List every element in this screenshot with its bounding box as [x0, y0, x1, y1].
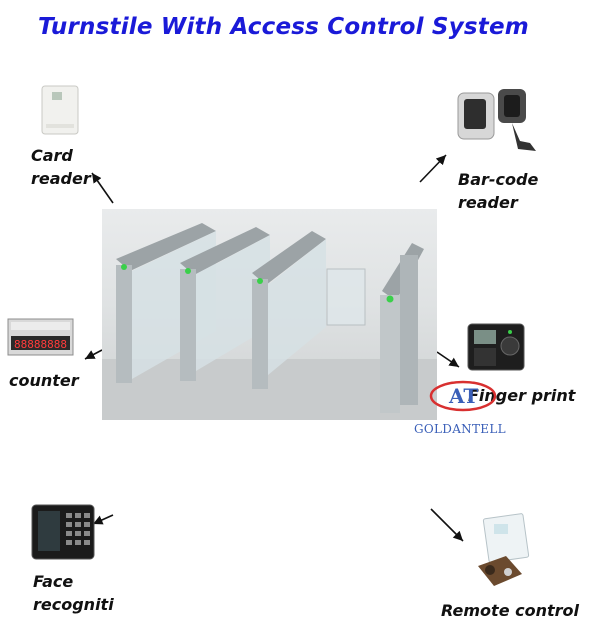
turnstile-photo [102, 209, 437, 420]
card-reader-label: Card reader [31, 146, 91, 188]
turnstile-illustration [102, 223, 437, 420]
goldantell-logo: AT [429, 380, 497, 412]
arrow-barcode-reader [419, 154, 447, 183]
diagram-title: Turnstile With Access Control System [38, 14, 529, 40]
arrow-face-recognition [92, 514, 114, 525]
arrow-counter [84, 349, 103, 360]
turnstile-cabinet-3 [252, 231, 366, 389]
arrow-remote-control [430, 508, 464, 542]
logo-mark: AT [448, 384, 478, 408]
logo-brand: GOLDANTELL [414, 422, 506, 436]
finger-print-image [467, 323, 525, 371]
barcode-reader-label: Bar-code reader [458, 170, 539, 212]
face-recognition-label: Face recogniti [33, 572, 114, 614]
arrow-finger-print [436, 351, 460, 368]
counter-display: 88888888 [14, 338, 67, 351]
counter-label: counter [9, 371, 79, 390]
arrow-card-reader [91, 172, 114, 204]
turnstile-cabinet-2 [180, 227, 270, 381]
card-reader-image [41, 85, 79, 135]
remote-control-image [478, 513, 530, 586]
face-recognition-image [31, 504, 95, 560]
barcode-reader-image [457, 89, 536, 151]
remote-control-label: Remote control [441, 601, 579, 620]
turnstile-cabinet-4 [380, 243, 424, 413]
counter-image: 88888888 [7, 318, 74, 356]
